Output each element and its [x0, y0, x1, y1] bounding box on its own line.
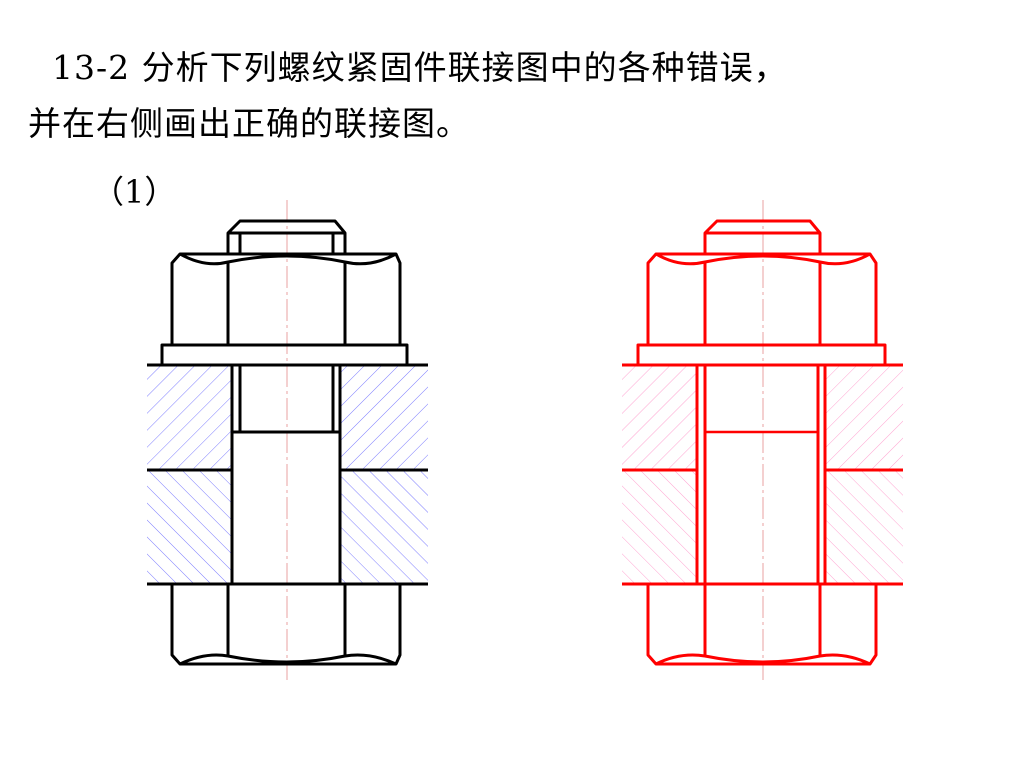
hex-nut — [170, 252, 402, 345]
bolt-head — [646, 584, 878, 666]
correct-connection-drawing — [622, 200, 903, 680]
washer — [636, 343, 887, 367]
problem-statement-line-2: 并在右侧画出正确的联接图。 — [28, 104, 470, 143]
washer — [160, 343, 409, 367]
sub-problem-label: （1） — [92, 173, 177, 211]
bolt-shank — [230, 365, 342, 584]
plate-hatching — [622, 365, 903, 584]
bolt-head — [170, 584, 402, 666]
hex-nut — [646, 252, 878, 345]
plate-hatching — [147, 365, 428, 584]
problem-statement-line-1: 13-2 分析下列螺纹紧固件联接图中的各种错误， — [52, 48, 788, 87]
incorrect-connection-drawing — [147, 200, 428, 680]
bolt-shank — [695, 365, 827, 584]
